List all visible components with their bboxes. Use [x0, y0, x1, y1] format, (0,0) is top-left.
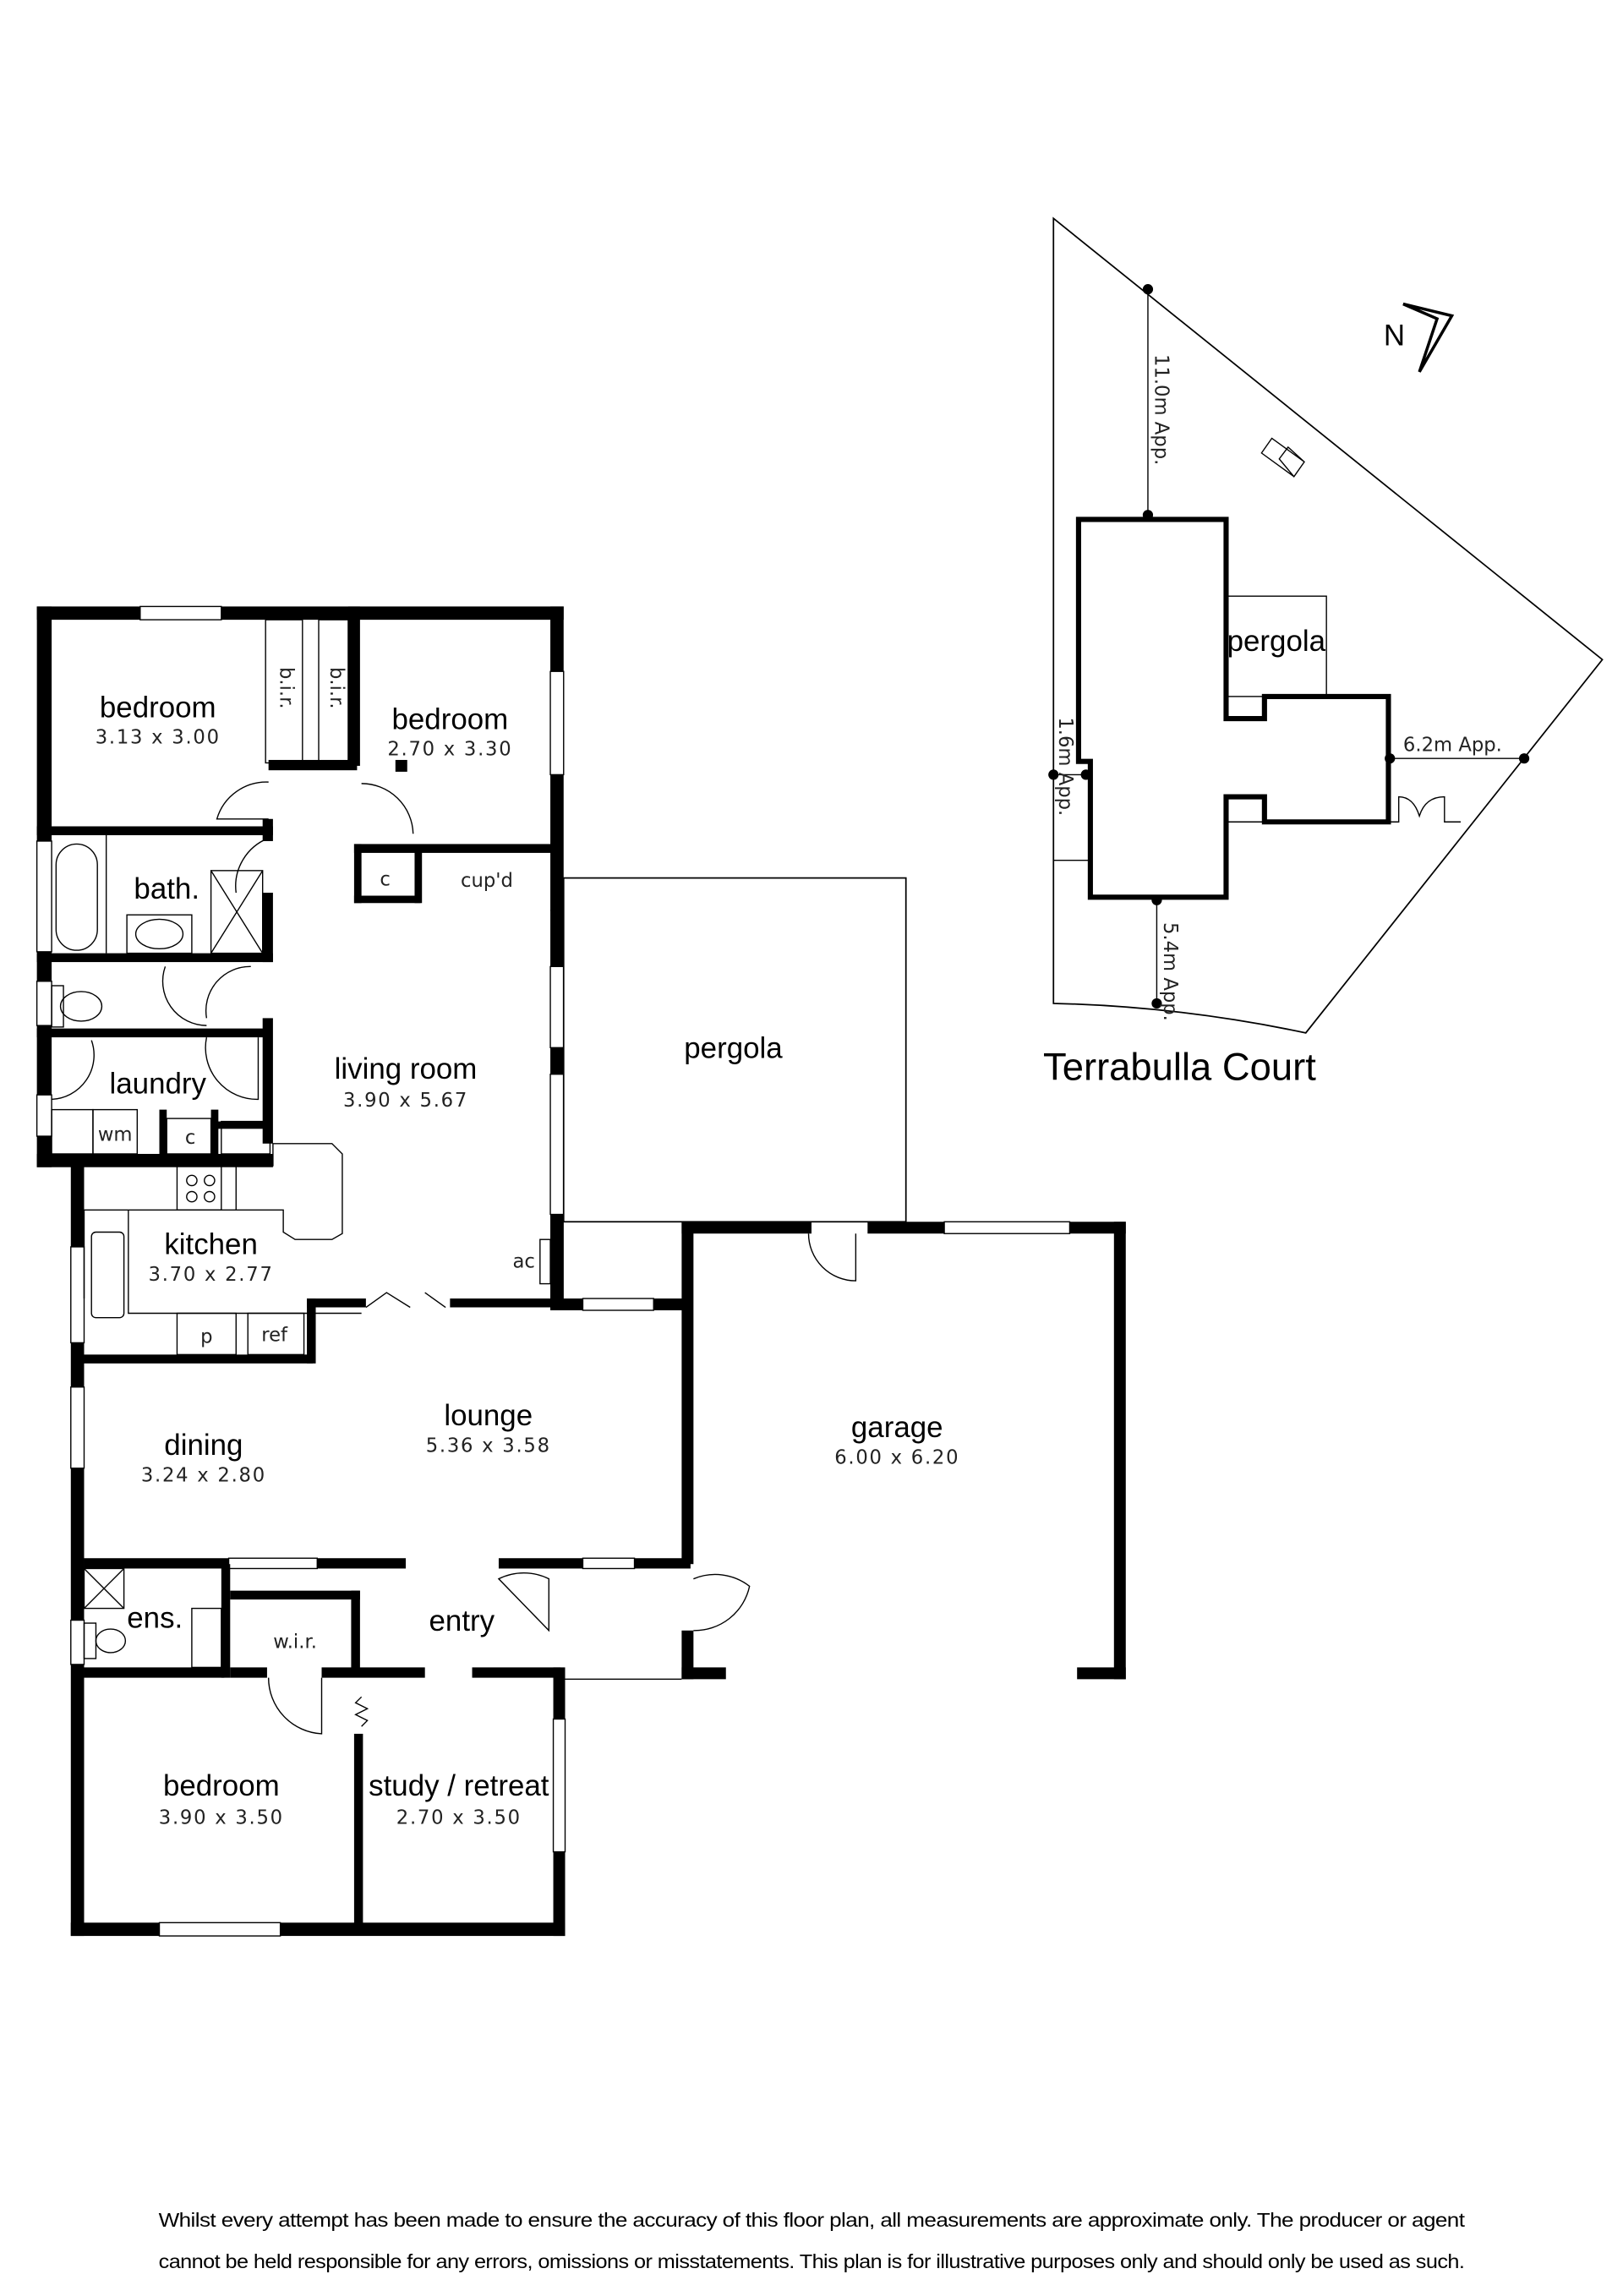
marker-dot — [1142, 284, 1154, 295]
north-label: N — [1384, 319, 1405, 352]
bedroom2-dims: 2.70 x 3.30 — [387, 739, 512, 761]
marker-dot — [1048, 769, 1059, 780]
dining-dims: 3.24 x 2.80 — [141, 1464, 266, 1486]
setback-right-label: 6.2m App. — [1403, 734, 1502, 756]
bir1-label: b.i.r. — [276, 667, 298, 709]
entry-label: entry — [429, 1604, 495, 1637]
wir-label: w.i.r. — [273, 1632, 317, 1654]
garage-label: garage — [851, 1411, 943, 1444]
marker-dot — [1151, 998, 1162, 1009]
setback-front-label: 5.4m App. — [1159, 922, 1181, 1021]
disclaimer-line-2: cannot be held responsible for any error… — [159, 2250, 1465, 2272]
walls — [36, 605, 1126, 1937]
study-label: study / retreat — [369, 1769, 549, 1802]
fixtures — [51, 619, 907, 1735]
cupboard-label: c — [185, 1127, 195, 1149]
disclaimer-line-1: Whilst every attempt has been made to en… — [159, 2209, 1466, 2231]
pergola-label: pergola — [684, 1032, 783, 1065]
disclaimer: Whilst every attempt has been made to en… — [159, 2209, 1467, 2272]
bir2-label: b.i.r. — [325, 667, 347, 709]
kitchen-label: kitchen — [164, 1228, 258, 1261]
bedroom1-label: bedroom — [100, 691, 216, 724]
setback-left-label: 1.6m App. — [1054, 717, 1076, 816]
room-labels: bedroom 3.13 x 3.00 b.i.r. b.i.r. bedroo… — [96, 667, 959, 1829]
bedroom1-dims: 3.13 x 3.00 — [96, 727, 221, 749]
bedroom3-label: bedroom — [163, 1769, 280, 1802]
lounge-dims: 5.36 x 3.58 — [426, 1435, 551, 1457]
marker-dot — [1142, 510, 1154, 521]
bedroom2-label: bedroom — [392, 702, 509, 735]
marker-dot — [1151, 894, 1162, 905]
setback-rear-label: 11.0m App. — [1150, 354, 1172, 465]
lounge-label: lounge — [444, 1399, 533, 1432]
bedroom3-dims: 3.90 x 3.50 — [159, 1807, 284, 1829]
cupboard-label: c — [380, 868, 390, 890]
kitchen-dims: 3.70 x 2.77 — [149, 1264, 274, 1286]
marker-dot — [1518, 753, 1530, 764]
bath-label: bath. — [134, 872, 199, 905]
ref-label: ref — [261, 1325, 288, 1347]
marker-dot — [1080, 769, 1091, 780]
site-pergola-label: pergola — [1227, 625, 1326, 658]
ensuite-label: ens. — [127, 1601, 183, 1634]
pantry-label: p — [200, 1326, 212, 1348]
dining-label: dining — [164, 1429, 243, 1462]
ac-label: ac — [512, 1250, 534, 1272]
laundry-label: laundry — [110, 1067, 207, 1100]
street-name: Terrabulla Court — [1043, 1046, 1316, 1089]
living-room-dims: 3.90 x 5.67 — [343, 1090, 468, 1112]
living-room-label: living room — [335, 1052, 478, 1085]
marker-dot — [1385, 753, 1396, 764]
cupd-label: cup'd — [461, 870, 513, 892]
garage-dims: 6.00 x 6.20 — [834, 1447, 959, 1469]
site-plan: 11.0m App. 1.6m App. 5.4m App. 6.2m App.… — [1043, 216, 1604, 1089]
north-arrow-icon — [1402, 302, 1455, 373]
wm-label: wm — [98, 1123, 133, 1145]
house-outline — [1075, 517, 1391, 900]
study-dims: 2.70 x 3.50 — [396, 1807, 522, 1829]
